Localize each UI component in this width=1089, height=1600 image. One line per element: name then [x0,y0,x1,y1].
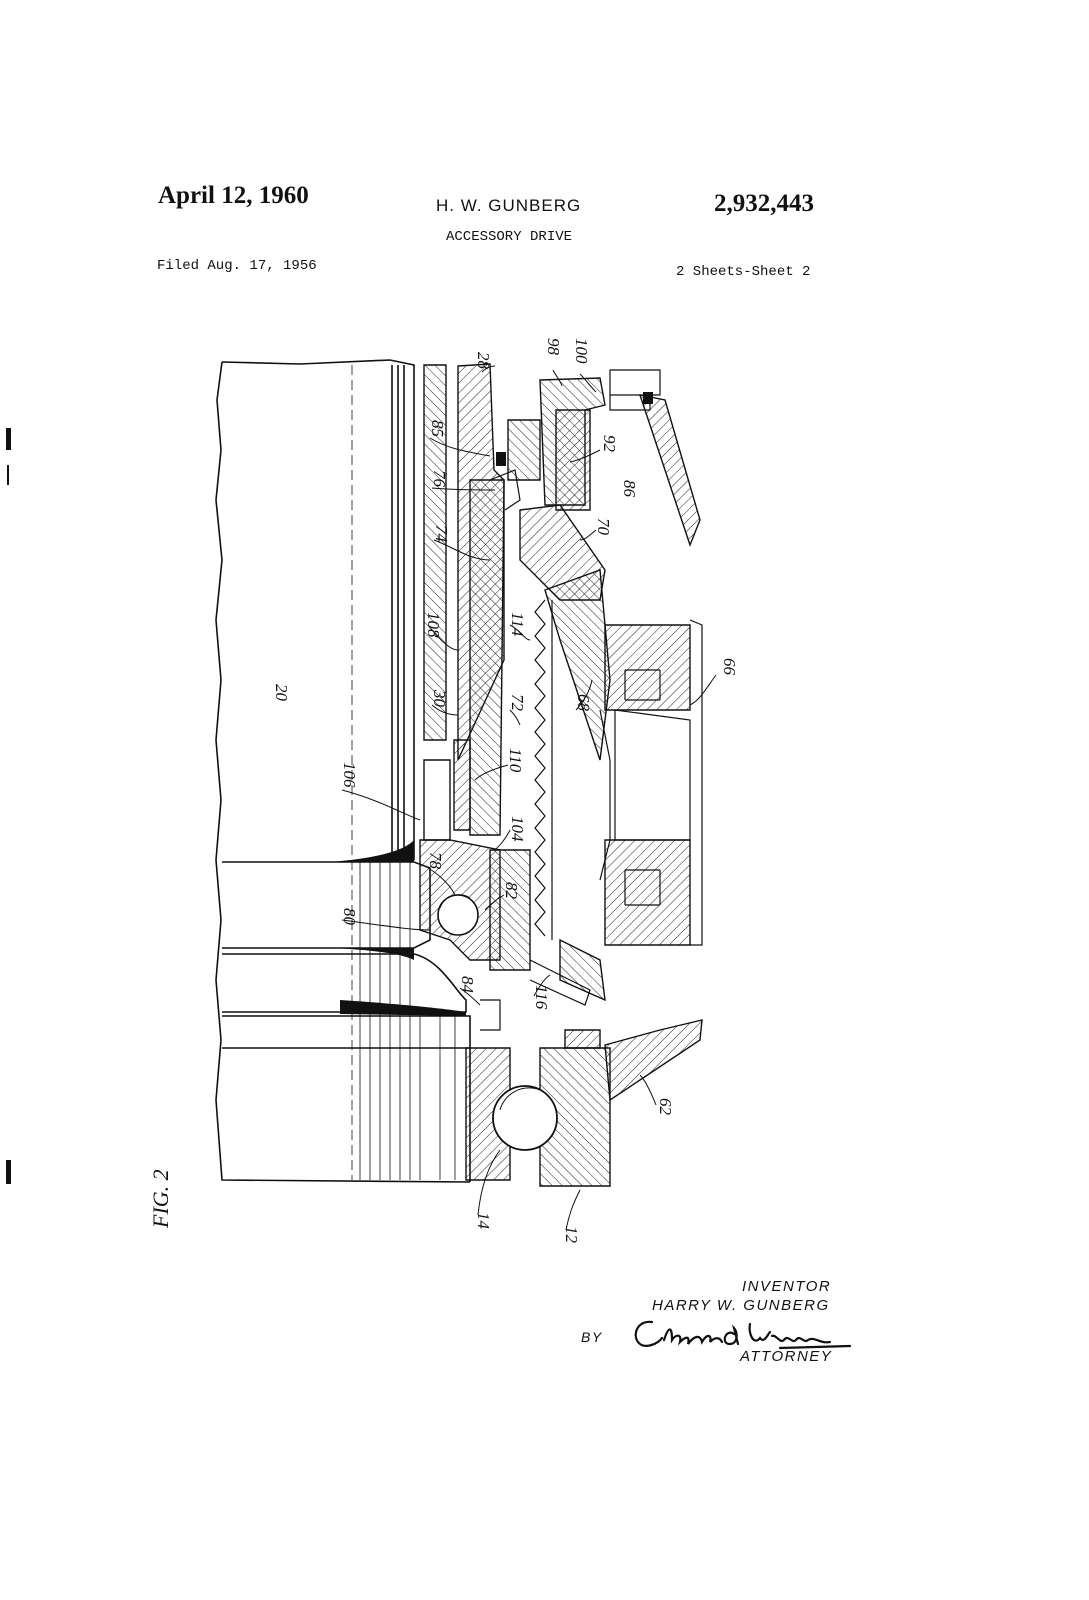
ref-92: 92 [600,435,619,453]
ref-20: 20 [272,684,291,702]
by-label: BY [581,1329,603,1345]
inventor-name: H. W. GUNBERG [436,196,582,215]
ref-85: 85 [428,420,447,437]
ref-114: 114 [508,612,527,637]
ref-100: 100 [572,338,591,364]
attorney-label: ATTORNEY [740,1348,833,1365]
ref-72: 72 [508,694,527,712]
ref-78: 78 [426,852,445,870]
ref-86: 86 [620,480,639,498]
ref-106: 106 [340,762,359,788]
inventor-label: INVENTOR [742,1278,832,1295]
ref-84: 84 [458,976,477,994]
margin-mark [6,1160,11,1184]
ball-14 [492,1085,558,1151]
ref-80: 80 [340,908,359,926]
ref-82: 82 [502,882,521,900]
ref-110: 110 [506,748,525,773]
ref-70: 70 [594,518,613,536]
ref-104: 104 [508,816,527,842]
ref-76: 76 [430,470,449,488]
shaft-outline [215,359,471,1183]
margin-mark [6,428,11,450]
ref-98: 98 [544,338,563,356]
arm-86 [638,394,701,548]
ref-28: 28 [474,352,493,370]
inventor-full-name: HARRY W. GUNBERG [652,1297,830,1314]
attorney-signature [634,1320,852,1350]
ref-30: 30 [430,689,449,708]
sheet-count: 2 Sheets-Sheet 2 [676,264,811,280]
ref-74: 74 [432,525,451,543]
patent-number: 2,932,443 [714,190,814,217]
ref-12: 12 [562,1226,581,1244]
ref-66: 66 [720,658,739,676]
figure-label: FIG. 2 [148,1169,173,1229]
filed-date: Filed Aug. 17, 1956 [157,258,317,274]
patent-date: April 12, 1960 [158,182,309,209]
ref-108: 108 [424,612,443,638]
flange-62 [604,1019,703,1102]
ref-116: 116 [532,985,551,1010]
bearing-ring-12 [465,1047,511,1181]
ref-14: 14 [474,1212,493,1230]
margin-mark [7,465,9,485]
ref-62: 62 [656,1098,675,1116]
patent-title: ACCESSORY DRIVE [446,229,573,245]
bevel-gear-68 [544,569,611,761]
